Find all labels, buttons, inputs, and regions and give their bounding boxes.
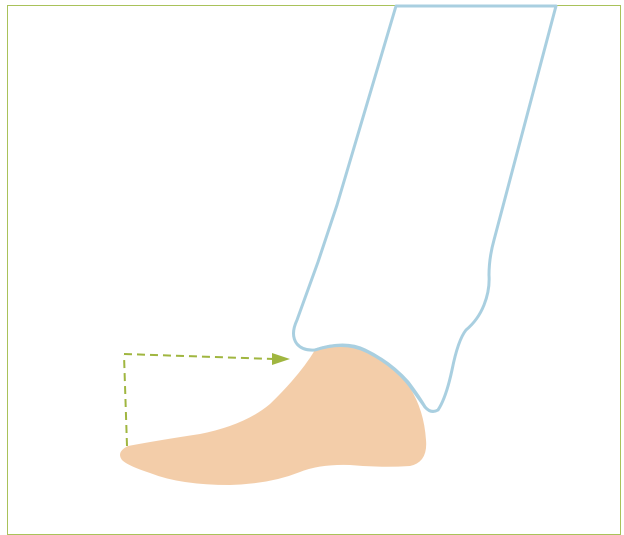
foot <box>120 345 426 485</box>
arrow-vertical-segment <box>124 355 127 446</box>
arrow-head <box>272 353 290 365</box>
arrow-horizontal-segment <box>124 354 274 359</box>
